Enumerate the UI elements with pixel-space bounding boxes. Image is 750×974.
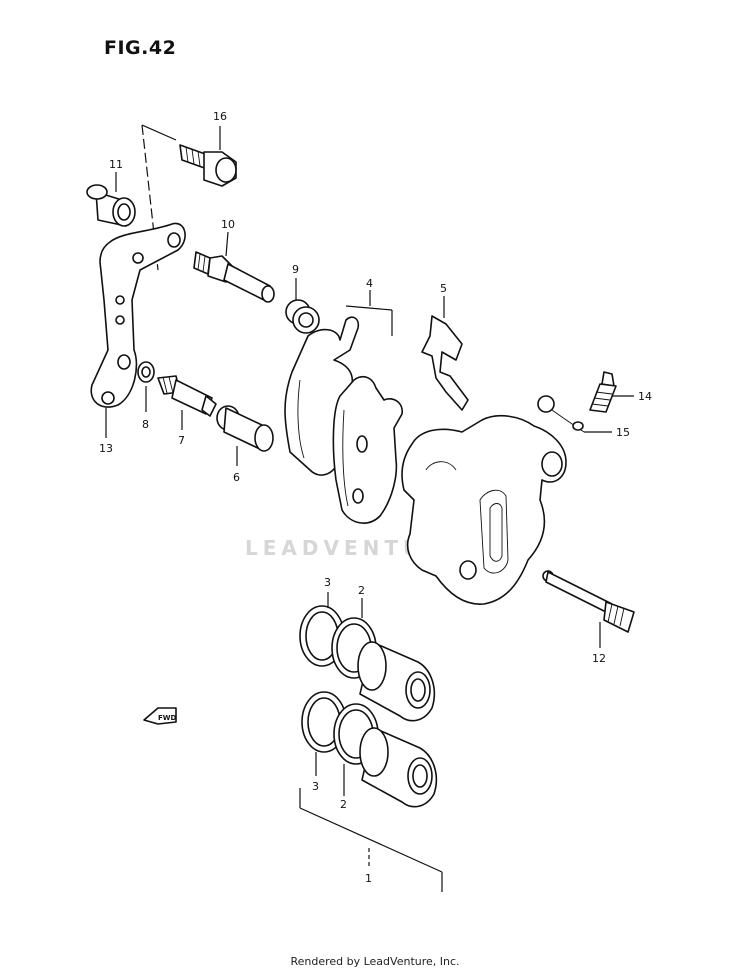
- callout-13: 13: [99, 442, 113, 455]
- callout-15: 15: [616, 426, 630, 439]
- part-4-brake-pads[interactable]: [284, 316, 403, 524]
- part-12-long-pin[interactable]: [542, 570, 635, 633]
- callout-2-lower: 2: [340, 798, 347, 811]
- callout-8: 8: [142, 418, 149, 431]
- fwd-arrow-icon: FWD: [143, 707, 177, 725]
- leader-lines: [105, 126, 634, 796]
- part-16-bolt[interactable]: [179, 144, 237, 187]
- callout-1: 1: [365, 872, 372, 885]
- footer-credit: Rendered by LeadVenture, Inc.: [290, 955, 460, 968]
- piston-set-lower[interactable]: [301, 691, 438, 808]
- part-13-bracket[interactable]: [90, 222, 186, 408]
- part-11-sleeve[interactable]: [86, 184, 136, 227]
- part-6-pin[interactable]: [216, 405, 274, 452]
- callout-7: 7: [178, 434, 185, 447]
- callout-2-upper: 2: [358, 584, 365, 597]
- callout-9: 9: [292, 263, 299, 276]
- leader-16: [141, 124, 177, 141]
- callout-14: 14: [638, 390, 652, 403]
- callout-3-upper: 3: [324, 576, 331, 589]
- figure-title: FIG.42: [104, 37, 177, 59]
- piston-set-upper[interactable]: [299, 605, 436, 722]
- part-10-slide-pin[interactable]: [193, 251, 275, 303]
- part-9-boot[interactable]: [285, 299, 320, 334]
- part-7-bolt[interactable]: [157, 375, 217, 417]
- callout-10: 10: [221, 218, 235, 231]
- part-5-spring[interactable]: [421, 315, 469, 411]
- caliper-body[interactable]: [401, 414, 567, 605]
- fwd-label: FWD: [158, 714, 177, 722]
- callout-4: 4: [366, 277, 373, 290]
- callout-12: 12: [592, 652, 606, 665]
- part-8-washer[interactable]: [137, 361, 155, 383]
- callout-6: 6: [233, 471, 240, 484]
- callout-5: 5: [440, 282, 447, 295]
- part-1-group-bracket: [299, 788, 443, 892]
- part-15-bleeder-cap[interactable]: [537, 395, 585, 433]
- callout-11: 11: [109, 158, 123, 171]
- part-14-bleeder-valve[interactable]: [589, 371, 617, 413]
- callout-16: 16: [213, 110, 227, 123]
- callout-3-lower: 3: [312, 780, 319, 793]
